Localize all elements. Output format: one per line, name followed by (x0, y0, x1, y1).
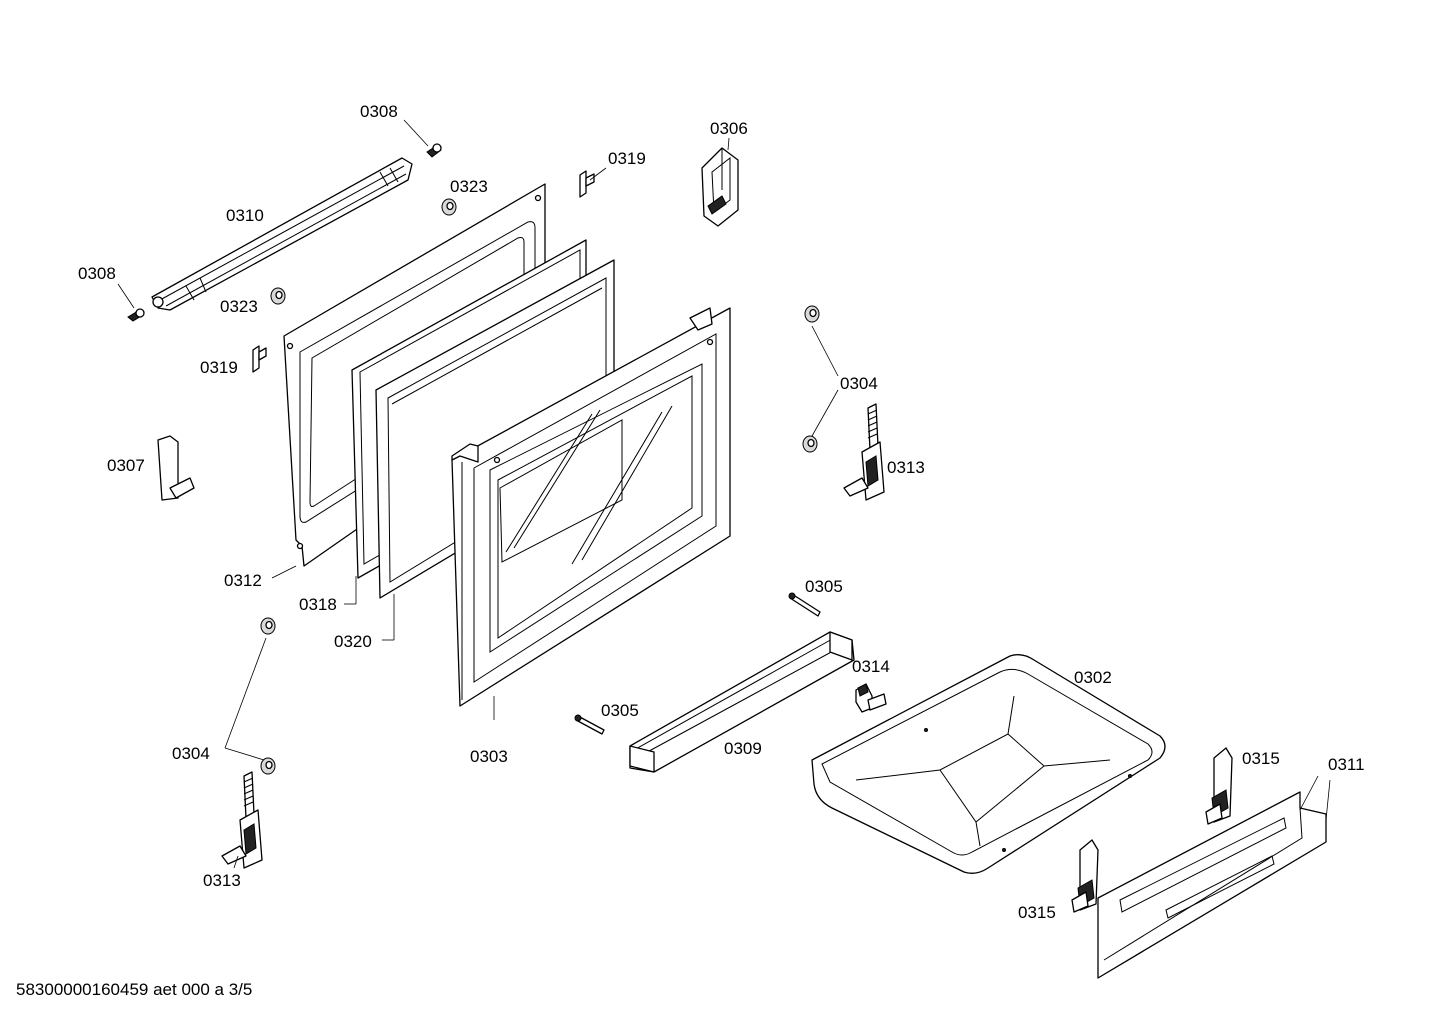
part-0319-clip-left (252, 345, 267, 373)
label-0306: 0306 (710, 119, 748, 138)
label-0310: 0310 (226, 206, 264, 225)
part-0311-drawer-front (1097, 791, 1327, 979)
part-0303-outer-door (451, 307, 731, 707)
leader-lines (117, 119, 1331, 869)
part-0304-bushing-left-bottom (260, 757, 276, 775)
label-0304-left: 0304 (172, 744, 210, 763)
label-0303: 0303 (470, 747, 508, 766)
part-0313-hinge-right (843, 403, 885, 501)
label-0323-top: 0323 (450, 177, 488, 196)
part-0302-drawer-pan (811, 654, 1166, 874)
label-0315-left: 0315 (1018, 903, 1056, 922)
label-0314: 0314 (852, 657, 890, 676)
part-0319-clip-top (579, 170, 595, 198)
part-0305-screw-left (574, 714, 605, 735)
part-0306-hinge-bracket (701, 147, 739, 227)
part-0308-screw-top (426, 143, 442, 158)
label-0302: 0302 (1074, 668, 1112, 687)
part-0310-top-trim (151, 157, 413, 311)
label-0319-top: 0319 (608, 149, 646, 168)
part-0314-clip (855, 683, 887, 713)
label-0305-right: 0305 (805, 577, 843, 596)
part-0313-hinge-left (221, 771, 263, 869)
part-0304-bushing-left-top (260, 617, 276, 635)
label-0312: 0312 (224, 571, 262, 590)
label-0308-top: 0308 (360, 102, 398, 121)
part-0315-slide-left (1071, 839, 1099, 913)
part-labels: 0308 0306 0319 0323 0310 0308 0323 0319 … (78, 102, 1365, 922)
label-0309: 0309 (724, 739, 762, 758)
part-0305-screw-right (788, 592, 821, 617)
label-0320: 0320 (334, 632, 372, 651)
label-0313-right: 0313 (887, 458, 925, 477)
part-0309-door-handle (629, 631, 855, 773)
label-0308-left: 0308 (78, 264, 116, 283)
document-id-footer: 58300000160459 aet 000 a 3/5 (16, 980, 253, 999)
part-0323-nut-top (441, 198, 457, 216)
part-0304-bushing-right-bottom (802, 435, 818, 453)
part-0307-hinge-bracket (157, 435, 195, 501)
part-0308-screw-left (127, 308, 145, 322)
part-0304-bushing-right-top (804, 305, 820, 323)
label-0318: 0318 (299, 595, 337, 614)
label-0323-left: 0323 (220, 297, 258, 316)
label-0319-left: 0319 (200, 358, 238, 377)
label-0315-right: 0315 (1242, 749, 1280, 768)
label-0307: 0307 (107, 456, 145, 475)
label-0305-left: 0305 (601, 701, 639, 720)
part-0315-slide-right (1205, 747, 1233, 825)
label-0313-left: 0313 (203, 871, 241, 890)
label-0304-right: 0304 (840, 374, 878, 393)
label-0311: 0311 (1328, 755, 1365, 774)
part-0323-nut-left (270, 287, 286, 305)
